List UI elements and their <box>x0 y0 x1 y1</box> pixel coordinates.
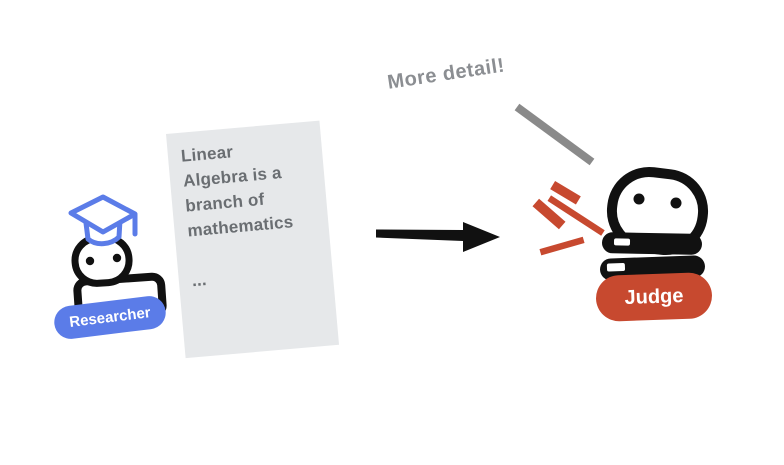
graduation-cap-icon <box>68 194 138 247</box>
bar-notch <box>613 238 631 246</box>
cap-board <box>68 194 138 235</box>
callout-pointer-line <box>514 103 595 166</box>
burst-mark <box>547 195 605 236</box>
robot-eye <box>670 197 682 209</box>
arrow-right-icon <box>376 222 500 252</box>
burst-mark <box>532 198 566 230</box>
robot-eye <box>112 253 122 263</box>
bar-notch <box>606 263 626 272</box>
robot-eye <box>85 256 95 266</box>
exclamation-burst-icon <box>532 180 605 256</box>
judge-robot <box>600 166 709 281</box>
robot-eye <box>633 193 645 205</box>
judge-body-bar <box>601 232 702 255</box>
burst-mark <box>539 236 585 256</box>
burst-mark <box>550 180 581 205</box>
body-bar <box>601 232 702 255</box>
judge-label: Judge <box>595 271 713 323</box>
